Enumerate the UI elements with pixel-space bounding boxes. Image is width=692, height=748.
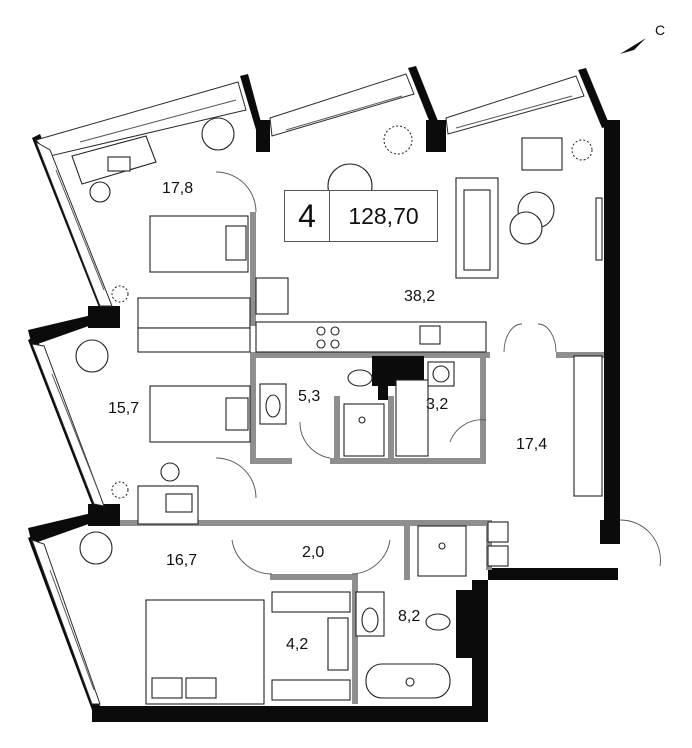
rooms-count: 4 <box>285 191 330 241</box>
plant-icon <box>111 125 593 499</box>
area-bedroom-top: 17,8 <box>162 180 194 197</box>
total-area: 128,70 <box>348 202 419 229</box>
interior-walls <box>120 212 604 704</box>
door-swings <box>215 171 661 575</box>
area-wc-small: 3,2 <box>426 396 449 413</box>
area-bath-bottom: 8,2 <box>398 608 421 625</box>
area-living: 38,2 <box>404 288 436 305</box>
area-bedroom-bottom: 16,7 <box>166 552 198 569</box>
window-hatching <box>49 95 573 691</box>
area-corridor: 2,0 <box>302 544 325 561</box>
area-bath-middle: 5,3 <box>298 388 321 405</box>
apartment-summary-badge: 4 128,70 <box>284 190 438 242</box>
area-hall: 17,4 <box>516 436 548 453</box>
area-bedroom-middle: 15,7 <box>108 400 140 417</box>
bath-fixtures <box>259 361 509 699</box>
area-dressing: 4,2 <box>286 636 309 653</box>
windows <box>31 73 585 705</box>
compass-label: С <box>655 22 666 38</box>
kitchen-storage <box>137 277 603 701</box>
compass-arrow-icon <box>620 38 646 54</box>
